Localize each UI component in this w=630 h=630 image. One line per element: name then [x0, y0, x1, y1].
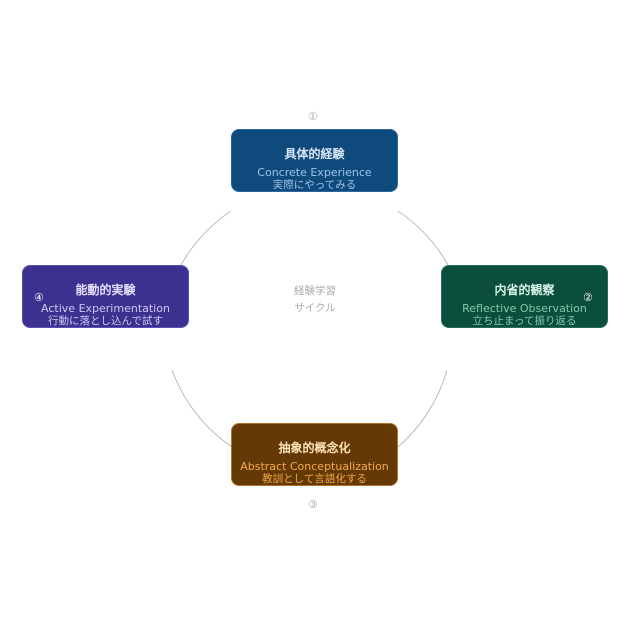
stage-number-2: ②: [583, 291, 593, 304]
stage-reflective-observation: 内省的観察 Reflective Observation 立ち止まって振り返る: [441, 265, 608, 328]
stage-title: 内省的観察: [494, 283, 555, 297]
center-label-line1: 経験学習: [294, 285, 336, 297]
stage-english: Reflective Observation: [462, 302, 587, 315]
arc-top-left: [180, 210, 232, 266]
stage-concrete-experience: 具体的経験 Concrete Experience 実際にやってみる: [231, 129, 398, 192]
stage-title: 抽象的概念化: [278, 441, 351, 455]
stage-japanese: 教訓として言語化する: [262, 473, 367, 485]
center-label-line2: サイクル: [294, 302, 336, 314]
stage-japanese: 行動に落とし込んで試す: [48, 315, 163, 327]
stage-english: Concrete Experience: [257, 166, 372, 179]
stage-japanese: 立ち止まって振り返る: [472, 315, 577, 327]
stage-number-3: ③: [308, 498, 318, 511]
stage-title: 具体的経験: [284, 147, 345, 161]
stage-english: Abstract Conceptualization: [240, 460, 389, 473]
arc-bottom-left: [171, 369, 233, 448]
stage-japanese: 実際にやってみる: [272, 179, 357, 191]
stage-abstract-conceptualization: 抽象的概念化 Abstract Conceptualization 教訓として言…: [231, 423, 398, 486]
stage-number-4: ④: [34, 291, 44, 304]
stage-english: Active Experimentation: [41, 302, 170, 315]
stage-number-1: ①: [308, 110, 318, 123]
arc-bottom-right: [397, 369, 448, 448]
arc-top-right: [397, 210, 449, 266]
stage-title: 能動的実験: [75, 283, 136, 297]
stage-active-experimentation: 能動的実験 Active Experimentation 行動に落とし込んで試す: [22, 265, 189, 328]
cycle-center-label: 経験学習 サイクル: [265, 283, 365, 317]
